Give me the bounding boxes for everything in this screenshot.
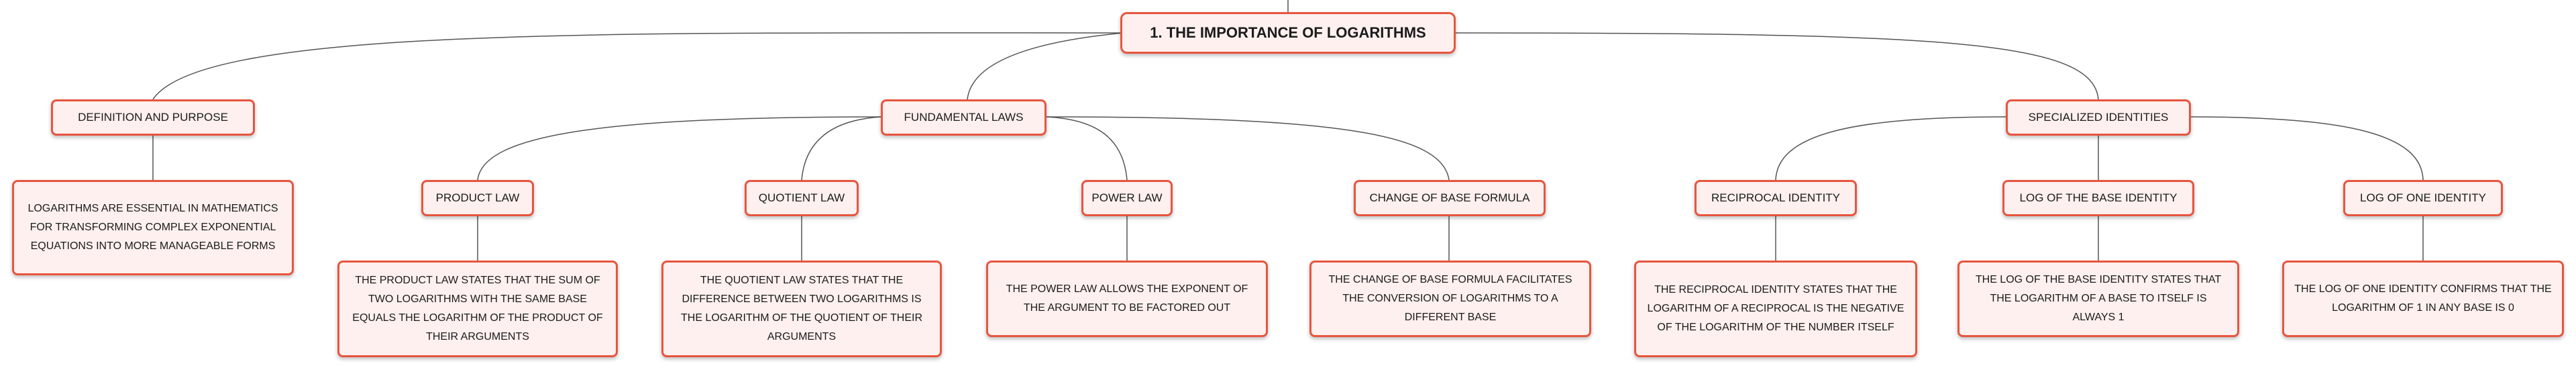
- log-one-identity-detail-node[interactable]: THE LOG OF ONE IDENTITY CONFIRMS THAT TH…: [2282, 261, 2564, 337]
- definition-detail-node[interactable]: LOGARITHMS ARE ESSENTIAL IN MATHEMATICS …: [12, 180, 294, 275]
- quotient-law-node[interactable]: QUOTIENT LAW: [745, 180, 859, 216]
- log-one-identity-node[interactable]: LOG OF ONE IDENTITY: [2343, 180, 2503, 216]
- connector-fundamental-product: [477, 116, 883, 181]
- log-base-identity-detail-node[interactable]: THE LOG OF THE BASE IDENTITY STATES THAT…: [1957, 261, 2239, 337]
- connector-fundamental-changebase: [1046, 116, 1450, 181]
- product-law-node[interactable]: PRODUCT LAW: [421, 180, 534, 216]
- product-law-label: PRODUCT LAW: [435, 191, 520, 205]
- connector-specialized-logone: [2190, 116, 2424, 181]
- branch-definition-label: DEFINITION AND PURPOSE: [78, 111, 228, 124]
- log-base-identity-detail-text: THE LOG OF THE BASE IDENTITY STATES THAT…: [1975, 274, 2222, 323]
- branch-specialized-node[interactable]: SPECIALIZED IDENTITIES: [2006, 99, 2191, 136]
- quotient-law-detail-node[interactable]: THE QUOTIENT LAW STATES THAT THE DIFFERE…: [661, 261, 942, 357]
- reciprocal-identity-detail-text: THE RECIPROCAL IDENTITY STATES THAT THE …: [1647, 284, 1904, 333]
- log-base-identity-label: LOG OF THE BASE IDENTITY: [2019, 191, 2178, 205]
- reciprocal-identity-node[interactable]: RECIPROCAL IDENTITY: [1695, 180, 1857, 216]
- connector-root-definition: [152, 32, 1124, 100]
- power-law-detail-text: THE POWER LAW ALLOWS THE EXPONENT OF THE…: [1006, 283, 1248, 314]
- log-one-identity-label: LOG OF ONE IDENTITY: [2360, 191, 2486, 205]
- connector-fundamental-quotient: [801, 116, 883, 181]
- change-base-detail-node[interactable]: THE CHANGE OF BASE FORMULA FACILITATES T…: [1309, 261, 1591, 337]
- change-base-label: CHANGE OF BASE FORMULA: [1369, 191, 1530, 205]
- branch-definition-node[interactable]: DEFINITION AND PURPOSE: [51, 99, 255, 136]
- definition-detail-text: LOGARITHMS ARE ESSENTIAL IN MATHEMATICS …: [28, 203, 278, 252]
- connector-root-specialized: [1454, 32, 2099, 100]
- product-law-detail-text: THE PRODUCT LAW STATES THAT THE SUM OF T…: [352, 275, 603, 342]
- reciprocal-identity-detail-node[interactable]: THE RECIPROCAL IDENTITY STATES THAT THE …: [1634, 261, 1917, 357]
- connector-fundamental-power: [1046, 116, 1128, 181]
- power-law-node[interactable]: POWER LAW: [1081, 180, 1173, 216]
- branch-fundamental-label: FUNDAMENTAL LAWS: [904, 111, 1024, 124]
- root-node[interactable]: 1. THE IMPORTANCE OF LOGARITHMS: [1120, 12, 1456, 54]
- branch-specialized-label: SPECIALIZED IDENTITIES: [2028, 111, 2169, 124]
- connector-root-fundamental: [967, 32, 1124, 100]
- log-base-identity-node[interactable]: LOG OF THE BASE IDENTITY: [2002, 180, 2194, 216]
- change-base-detail-text: THE CHANGE OF BASE FORMULA FACILITATES T…: [1328, 274, 1572, 323]
- power-law-detail-node[interactable]: THE POWER LAW ALLOWS THE EXPONENT OF THE…: [986, 261, 1268, 337]
- power-law-label: POWER LAW: [1091, 191, 1163, 205]
- root-label: 1. THE IMPORTANCE OF LOGARITHMS: [1150, 24, 1426, 42]
- quotient-law-label: QUOTIENT LAW: [758, 191, 845, 205]
- product-law-detail-node[interactable]: THE PRODUCT LAW STATES THAT THE SUM OF T…: [337, 261, 618, 357]
- branch-fundamental-node[interactable]: FUNDAMENTAL LAWS: [881, 99, 1046, 136]
- change-base-node[interactable]: CHANGE OF BASE FORMULA: [1354, 180, 1546, 216]
- log-one-identity-detail-text: THE LOG OF ONE IDENTITY CONFIRMS THAT TH…: [2294, 283, 2552, 314]
- quotient-law-detail-text: THE QUOTIENT LAW STATES THAT THE DIFFERE…: [680, 275, 923, 342]
- connector-specialized-reciprocal: [1775, 116, 2006, 181]
- reciprocal-identity-label: RECIPROCAL IDENTITY: [1711, 191, 1841, 205]
